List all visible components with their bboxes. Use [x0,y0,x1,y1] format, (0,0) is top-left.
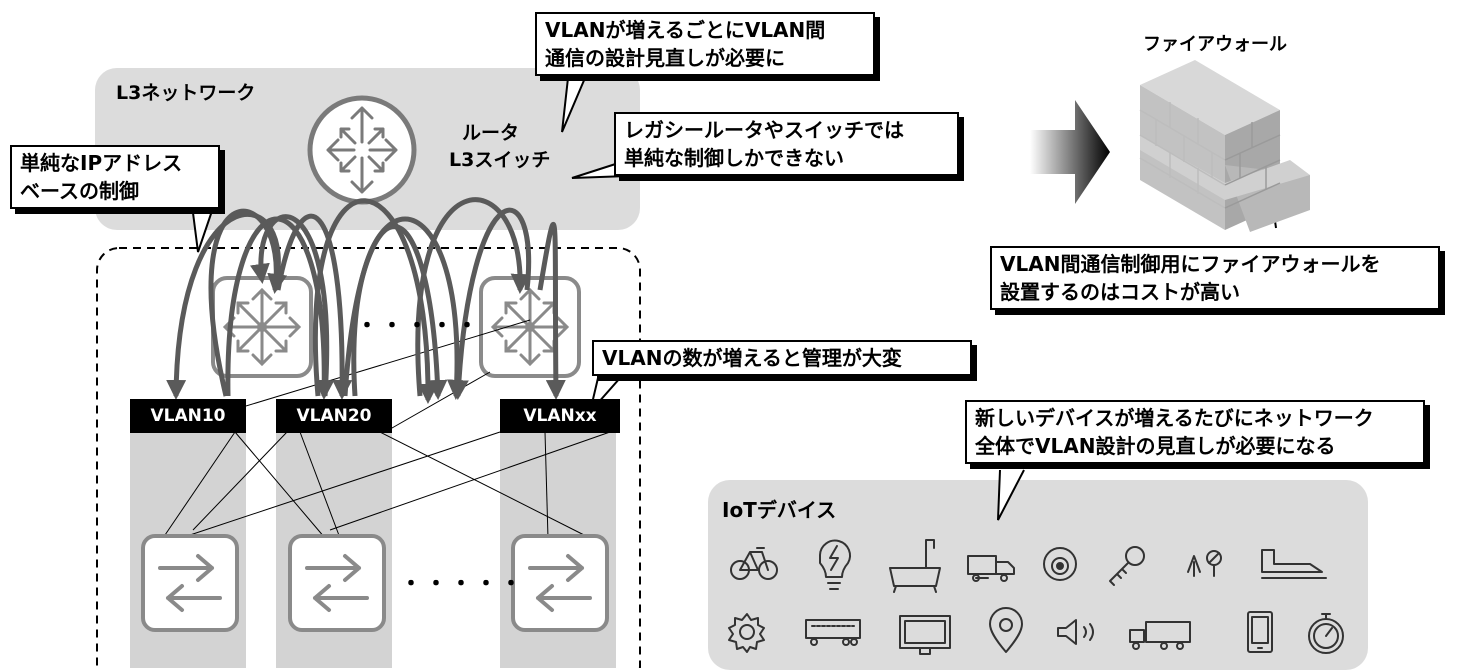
sensor-icon [1187,550,1222,577]
l2-switch-2-icon [288,534,386,632]
callout-new-devices: 新しいデバイスが増えるたびにネットワーク 全体でVLAN設計の見直しが必要になる [965,400,1425,464]
megaphone-icon [1057,619,1094,645]
callout-new-devices-line1: 新しいデバイスが増えるたびにネットワーク [975,406,1374,430]
callout-new-devices-line2: 全体でVLAN設計の見直しが必要になる [975,434,1336,458]
firewall-label: ファイアウォール [1143,34,1287,55]
router-label-line2: L3スイッチ [449,149,551,171]
callout-legacy-control-line1: レガシールータやスイッチでは [624,118,904,142]
callout-ip-control-line2: ベースの制御 [20,179,139,203]
l2-switch-ellipsis: ・・・・・ [400,572,526,597]
tractor-trailer-icon [1129,621,1191,650]
airplane-icon [1261,549,1327,579]
switch-ellipsis: ・・・・・ [356,314,482,339]
speaker-icon [1043,547,1077,581]
gear-icon [728,613,765,653]
train-icon [805,619,861,646]
truck-icon [967,555,1015,582]
callout-firewall-cost-line2: 設置するのはコストが高い [1000,280,1240,304]
callout-ip-control-line1: 単純なIPアドレス [20,151,183,175]
location-pin-icon [989,607,1023,653]
l2-switch-1-icon [141,534,239,632]
callout-vlan-management-line1: VLANの数が増えると管理が大変 [602,346,902,370]
callout-vlan-growth: VLANが増えるごとにVLAN間 通信の設計見直しが必要に [535,12,875,76]
callout-vlan-growth-line1: VLANが増えるごとにVLAN間 [545,18,826,42]
phone-icon [1247,611,1273,653]
stopwatch-icon [1308,613,1344,654]
l2-switch-3-icon [511,534,609,632]
vlan20-label: VLAN20 [276,399,392,433]
iot-title: IoTデバイス [722,498,837,522]
bicycle-icon [730,547,778,580]
callout-vlan-growth-line2: 通信の設計見直しが必要に [545,46,785,70]
vlanxx-label: VLANxx [500,399,620,433]
l3-switch-right-icon [479,276,581,378]
callout-legacy-control-line2: 単純な制御しかできない [624,146,844,170]
lightbulb-icon [819,539,851,590]
l2-zone-boundary [96,247,641,668]
callout-legacy-control: レガシールータやスイッチでは 単純な制御しかできない [614,112,959,176]
firewall-arrow [1030,100,1110,204]
callout-firewall-cost-line1: VLAN間通信制御用にファイアウォールを [1000,252,1381,276]
router-label-line1: ルータ [462,122,520,144]
router-icon [307,95,417,205]
callout-ip-control: 単純なIPアドレス ベースの制御 [10,145,220,209]
firewall-icon [1139,60,1310,232]
vlan10-label: VLAN10 [130,399,246,433]
monitor-icon [899,615,951,655]
callout-vlan-management: VLANの数が増えると管理が大変 [592,340,972,376]
l3-network-label: L3ネットワーク [116,82,256,104]
key-icon [1109,546,1145,586]
bathtub-icon [889,539,941,593]
callout-firewall-cost: VLAN間通信制御用にファイアウォールを 設置するのはコストが高い [990,246,1440,310]
l3-switch-left-icon [211,276,313,378]
